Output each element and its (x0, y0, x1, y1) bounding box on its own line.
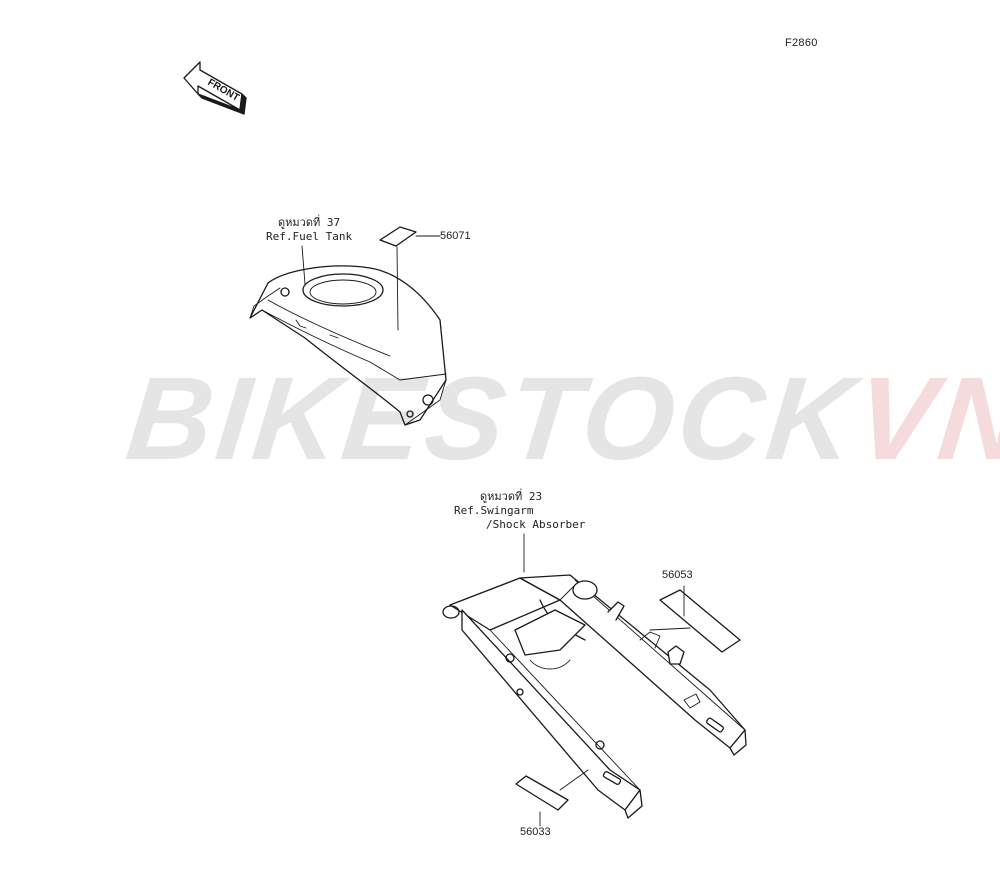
front-arrow-icon: FRONT (183, 61, 247, 115)
fuel-tank-ref-leader (301, 245, 306, 285)
fuel-tank-ref-chapter: ดูหมวดที่ 37 (278, 216, 341, 229)
label-56053-sticker (649, 585, 741, 653)
fuel-tank-cover (249, 265, 447, 426)
part-number-56053[interactable]: 56053 (662, 569, 693, 581)
part-number-56033[interactable]: 56033 (520, 826, 551, 838)
part-number-56071[interactable]: 56071 (440, 230, 471, 242)
swingarm-reference[interactable]: ดูหมวดที่ 23 Ref.Swingarm /Shock Absorbe… (454, 490, 585, 532)
swingarm-ref-subname: /Shock Absorber (486, 518, 586, 531)
diagram-code: F2860 (785, 37, 818, 49)
label-56033-sticker (515, 769, 589, 827)
fuel-tank-ref-name: Ref.Fuel Tank (266, 230, 353, 243)
swingarm-ref-chapter: ดูหมวดที่ 23 (480, 490, 543, 503)
label-56071-sticker (379, 226, 441, 331)
swingarm-ref-name: Ref.Swingarm (454, 504, 534, 517)
swingarm (442, 574, 747, 819)
fuel-tank-reference[interactable]: ดูหมวดที่ 37 Ref.Fuel Tank (266, 216, 352, 244)
